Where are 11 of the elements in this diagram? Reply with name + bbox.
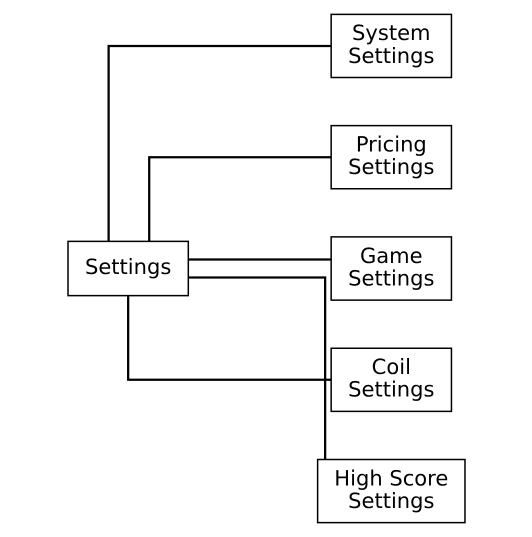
- node-box: Pricing Settings: [330, 124, 452, 190]
- node-box: System Settings: [330, 14, 452, 78]
- connector: [148, 156, 330, 241]
- node-box: High Score Settings: [316, 458, 466, 524]
- node-box: Coil Settings: [330, 347, 452, 412]
- node-box: Game Settings: [330, 236, 452, 301]
- connector: [188, 276, 326, 460]
- connector: [188, 258, 330, 261]
- connector: [106, 44, 330, 242]
- node-box: Settings: [66, 240, 189, 296]
- connector: [126, 296, 330, 381]
